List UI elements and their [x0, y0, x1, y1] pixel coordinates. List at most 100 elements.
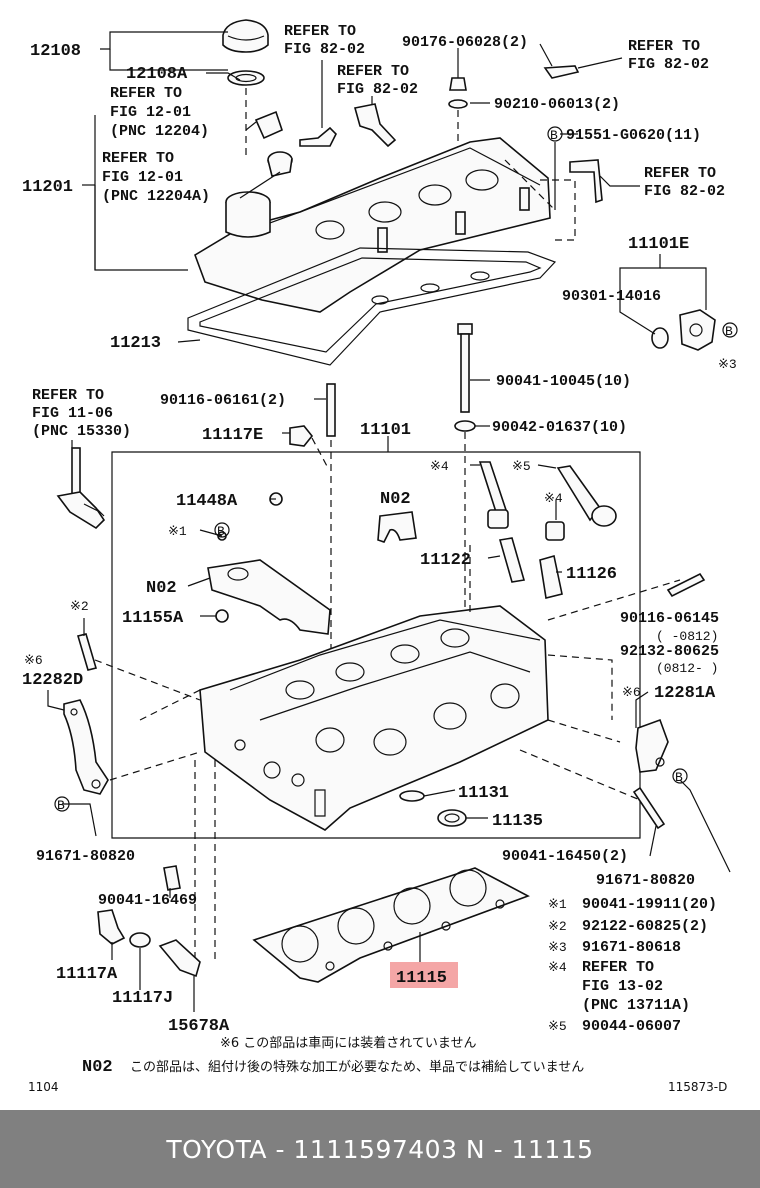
label-15678a: 15678A	[168, 1017, 230, 1036]
cover-gasket-drawing	[187, 247, 557, 366]
label-90210: 90210-06013(2)	[494, 96, 620, 113]
label-n02-a: N02	[380, 490, 411, 509]
fn2-mark: ※2	[548, 919, 567, 934]
label-mark3: ※3	[718, 357, 737, 372]
b-markers: B B B B B	[54, 126, 738, 813]
label-11101: 11101	[360, 421, 411, 440]
valve-guide-drawings	[478, 461, 617, 599]
label-11117e: 11117E	[202, 426, 263, 445]
label-90176: 90176-06028(2)	[402, 34, 528, 51]
label-ref-82-02-d2: FIG 82-02	[644, 183, 725, 200]
label-ref-11-06c: (PNC 15330)	[32, 423, 131, 440]
label-90116-06161: 90116-06161(2)	[160, 392, 286, 409]
label-mark5a: ※5	[512, 459, 531, 474]
label-ref-82-02-b2: FIG 82-02	[628, 56, 709, 73]
label-90042: 90042-01637(10)	[492, 419, 627, 436]
part-labels: 12108 12108A REFER TO FIG 82-02 90176-06…	[22, 23, 737, 1036]
b-marker: B	[217, 524, 225, 539]
leader-lines	[47, 31, 731, 1012]
label-91551: 91551-G0620(11)	[566, 127, 701, 144]
label-11213: 11213	[110, 334, 161, 353]
part-number-footer: TOYOTA - 1111597403 N - 11115	[0, 1110, 760, 1188]
label-ref-11-06b: FIG 11-06	[32, 405, 113, 422]
label-11122: 11122	[420, 551, 471, 570]
label-11115: 11115	[396, 969, 447, 988]
note-n02: この部品は、組付け後の特殊な加工が必要なため、単品では補給していません	[130, 1059, 584, 1075]
label-ref-12-01-b2: FIG 12-01	[102, 169, 183, 186]
label-12282d: 12282D	[22, 671, 83, 690]
label-ref-82-02-a: REFER TO	[284, 23, 356, 40]
fn3-text: 91671-80618	[582, 939, 681, 956]
label-90041-16450: 90041-16450(2)	[502, 848, 628, 865]
highlight-11115[interactable]: 11115	[390, 962, 458, 988]
label-ref-12-01-a3: (PNC 12204)	[110, 123, 209, 140]
lower-left-parts-drawing	[97, 865, 201, 978]
b-marker: B	[675, 770, 683, 785]
bearing-cap-drawings	[207, 492, 417, 635]
fn5-text: 90044-06007	[582, 1018, 681, 1035]
cylinder-head-cover-drawing	[194, 137, 551, 313]
seal-drawings	[399, 790, 467, 827]
pcv-valve-drawing	[254, 110, 293, 177]
parts-diagram: B B B B B 12108 12108A REFER TO FIG 82-0…	[22, 19, 738, 1094]
stud-and-plug-drawing	[289, 383, 336, 650]
head-gasket-drawing	[252, 867, 530, 983]
label-11201: 11201	[22, 178, 73, 197]
engine-hanger-drawings	[63, 699, 669, 795]
head-bolt-drawing	[454, 323, 476, 612]
label-ref-12-01-a2: FIG 12-01	[110, 104, 191, 121]
label-mark6a: ※6	[24, 653, 43, 668]
label-n02-b: N02	[146, 579, 177, 598]
cylinder-head-sub-assy-frame	[111, 451, 641, 839]
label-ref-82-02-d: REFER TO	[644, 165, 716, 182]
label-90301: 90301-14016	[562, 288, 661, 305]
label-92132: 92132-80625	[620, 643, 719, 660]
label-mark1a: ※1	[168, 524, 187, 539]
note-6: ※6 この部品は車両には装着されていません	[220, 1035, 477, 1051]
label-11131: 11131	[458, 784, 509, 803]
label-note-0812a: ( -0812)	[656, 629, 718, 644]
code-left: 1104	[28, 1080, 59, 1094]
bracket-drawings	[299, 65, 603, 204]
label-ref-12-01-b3: (PNC 12204A)	[102, 188, 210, 205]
fn5-mark: ※5	[548, 1019, 567, 1034]
label-ref-12-01-b: REFER TO	[102, 150, 174, 167]
label-11117a: 11117A	[56, 965, 118, 984]
code-right: 115873-D	[668, 1080, 727, 1094]
label-mark4a: ※4	[430, 459, 449, 474]
label-11101e: 11101E	[628, 235, 689, 254]
b-marker: B	[725, 324, 733, 339]
fn4-text: REFER TO	[582, 959, 654, 976]
cylinder-head-drawing	[199, 605, 549, 831]
label-12108a: 12108A	[126, 65, 188, 84]
b-marker: B	[550, 128, 558, 143]
label-90041-16469: 90041-16469	[98, 892, 197, 909]
label-90116-06145: 90116-06145	[620, 610, 719, 627]
label-12108: 12108	[30, 42, 81, 61]
oil-filler-cap-drawing	[222, 19, 269, 86]
label-note-0812b: (0812- )	[656, 661, 718, 676]
fn3-mark: ※3	[548, 940, 567, 955]
label-91671-a: 91671-80820	[36, 848, 135, 865]
oil-control-valve-drawing	[56, 447, 106, 530]
fn4-text-c: (PNC 13711A)	[582, 997, 690, 1014]
label-mark2a: ※2	[70, 599, 89, 614]
label-11135: 11135	[492, 812, 543, 831]
label-ref-82-02-b: REFER TO	[628, 38, 700, 55]
b-marker: B	[57, 798, 65, 813]
cam-sensor-drawing	[651, 309, 716, 351]
label-ref-82-02-a2: FIG 82-02	[284, 41, 365, 58]
fn1-mark: ※1	[548, 897, 567, 912]
note-n02-mark: N02	[82, 1058, 113, 1077]
label-ref-12-01-a: REFER TO	[110, 85, 182, 102]
label-91671-b: 91671-80820	[596, 872, 695, 889]
label-90041-10045: 90041-10045(10)	[496, 373, 631, 390]
notes: ※6 この部品は車両には装着されていません N02 この部品は、組付け後の特殊な…	[28, 1035, 727, 1094]
label-ref-11-06: REFER TO	[32, 387, 104, 404]
footnote-legend: ※1 90041-19911(20) ※2 92122-60825(2) ※3 …	[548, 896, 717, 1035]
label-12281a: 12281A	[654, 684, 716, 703]
stud-drawings	[76, 572, 706, 830]
label-mark6b: ※6	[622, 685, 641, 700]
footer-part-text: TOYOTA - 1111597403 N - 11115	[166, 1134, 594, 1164]
label-11155a: 11155A	[122, 609, 184, 628]
